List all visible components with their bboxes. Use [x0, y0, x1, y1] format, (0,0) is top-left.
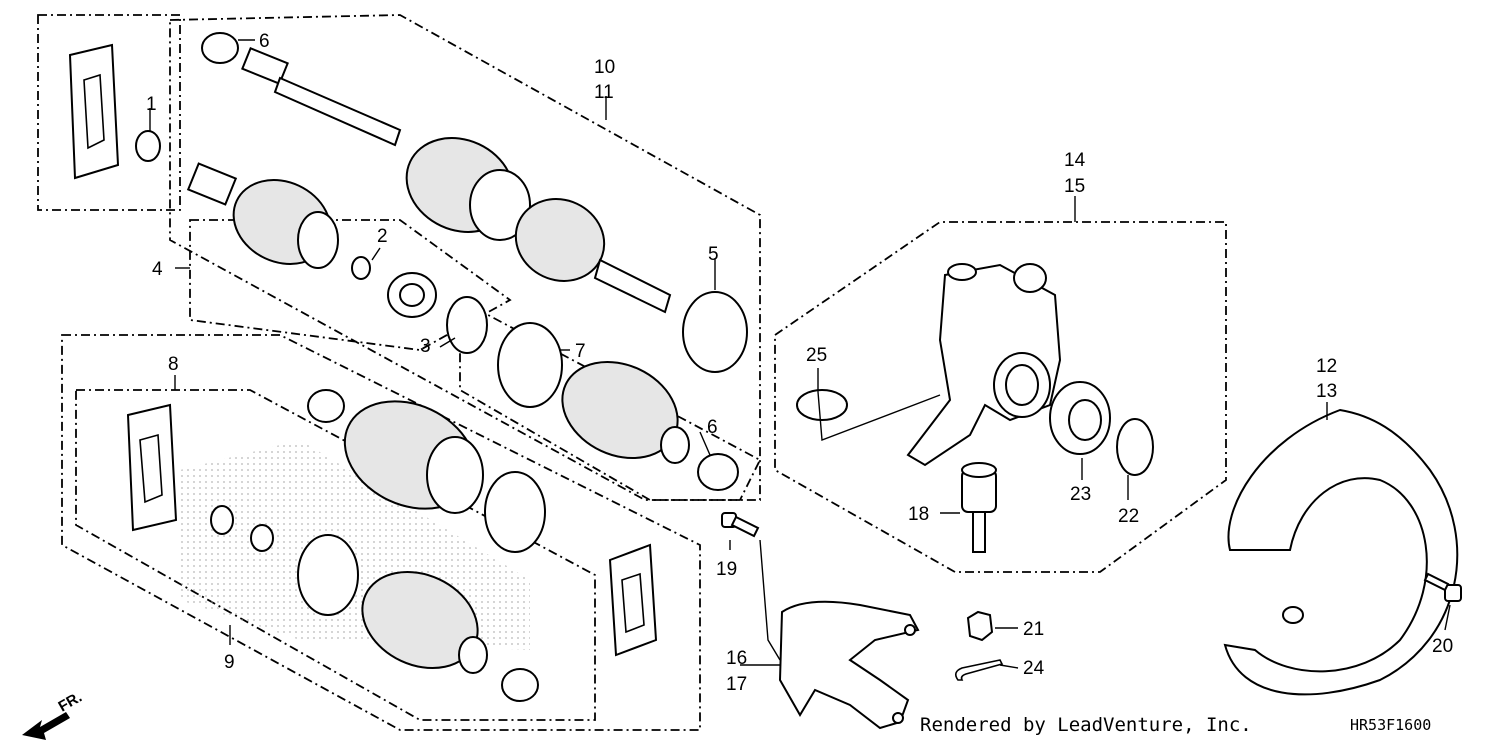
boot-lower-outer-end — [458, 636, 488, 674]
bolt-19 — [721, 512, 760, 538]
leader-lines — [149, 39, 1451, 669]
driveshaft-assembly-box — [169, 14, 761, 501]
snap-ring-1 — [135, 130, 161, 162]
clamp-6-top — [201, 32, 239, 64]
steering-knuckle — [906, 263, 1062, 467]
render-credit: Rendered by LeadVenture, Inc. — [920, 714, 1252, 736]
callout-8: 8 — [168, 354, 179, 375]
driveshaft-upper — [241, 47, 672, 314]
callout-16: 16 — [726, 648, 747, 669]
callout-labels: 1 2 3 4 5 6 6 7 8 9 10 11 12 13 14 15 16… — [146, 31, 1453, 695]
boot-kit-box — [459, 298, 762, 501]
callout-6-top: 6 — [259, 31, 270, 52]
front-marker-label: FR. — [56, 689, 85, 716]
callout-14: 14 — [1064, 150, 1086, 171]
clamp-6-lower — [697, 453, 739, 491]
boot-lower-inner-rim — [426, 436, 484, 514]
callout-23: 23 — [1070, 484, 1091, 505]
knuckle-assembly-box — [774, 221, 1227, 573]
callout-13: 13 — [1316, 381, 1337, 402]
snap-ring-lower-2 — [250, 524, 274, 552]
callout-18: 18 — [908, 504, 929, 525]
assembly-outlines — [37, 14, 1227, 731]
callout-3: 3 — [420, 336, 431, 357]
callout-15: 15 — [1064, 176, 1085, 197]
inner-cv-joint — [186, 162, 339, 269]
inner-bearing-race — [387, 272, 437, 318]
snap-ring-22 — [1116, 418, 1154, 476]
front-direction-marker: FR. — [22, 689, 85, 740]
cotter-pin-24 — [954, 659, 1004, 681]
callout-9: 9 — [224, 652, 235, 673]
bolt-20 — [1423, 572, 1462, 602]
callout-22: 22 — [1118, 506, 1139, 527]
snap-ring-lower — [210, 505, 234, 535]
lower-boot-kit-outer-box — [61, 334, 701, 731]
callout-20: 20 — [1432, 636, 1453, 657]
clamp-lower-4 — [501, 668, 539, 702]
caliper-bracket — [778, 600, 920, 730]
clamp-lower-1 — [307, 389, 345, 423]
grease-packet-top — [68, 43, 120, 180]
ball-joint — [961, 462, 997, 553]
brake-dust-shield — [1223, 408, 1459, 696]
front-arrow-icon — [22, 712, 70, 740]
clamp-5 — [682, 291, 748, 373]
callout-25: 25 — [806, 345, 827, 366]
grease-pack-box-top — [37, 14, 181, 211]
lower-boot-kit-inner-box — [75, 389, 596, 721]
clamp-lower-3 — [297, 534, 359, 616]
callout-10: 10 — [594, 57, 615, 78]
callout-1: 1 — [146, 94, 157, 115]
snap-ring-25 — [796, 389, 848, 421]
callout-5: 5 — [708, 244, 719, 265]
grease-packet-left — [126, 403, 178, 532]
castle-nut-21 — [966, 610, 994, 642]
callout-12: 12 — [1316, 356, 1337, 377]
callout-11: 11 — [594, 82, 614, 103]
callout-21: 21 — [1023, 619, 1044, 640]
callout-19: 19 — [716, 559, 737, 580]
diagram-code: HR53F1600 — [1350, 716, 1431, 734]
boot-upper-end — [660, 426, 690, 464]
callout-2: 2 — [377, 226, 388, 247]
set-ring-3 — [446, 296, 488, 354]
snap-ring-2 — [351, 256, 371, 280]
callout-7: 7 — [575, 341, 586, 362]
callout-24: 24 — [1023, 658, 1045, 679]
grease-packet-right — [608, 543, 658, 657]
clamp-7 — [497, 322, 563, 408]
callout-6-lower: 6 — [707, 417, 718, 438]
clamp-lower-2 — [484, 471, 546, 553]
wheel-bearing — [1049, 381, 1111, 455]
inner-joint-box — [189, 219, 512, 351]
callout-4: 4 — [152, 259, 163, 280]
callout-17: 17 — [726, 674, 747, 695]
